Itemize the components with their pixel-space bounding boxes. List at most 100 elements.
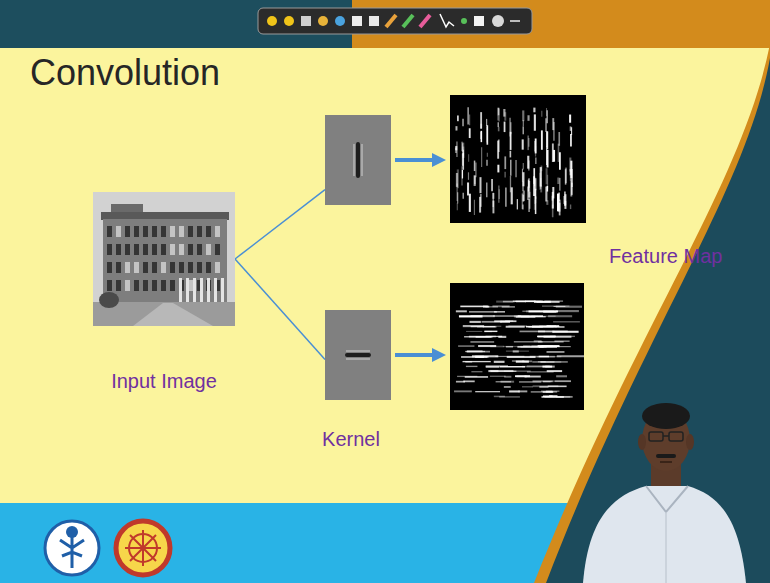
edge-response xyxy=(522,110,524,121)
window xyxy=(125,226,130,237)
edge-response xyxy=(457,203,458,210)
edge-response xyxy=(458,346,474,347)
connector-line xyxy=(235,190,325,259)
edge-response xyxy=(558,132,560,146)
edge-response xyxy=(456,142,457,158)
edge-response xyxy=(548,386,567,388)
edge-response xyxy=(556,310,579,312)
edge-response xyxy=(479,177,481,193)
edge-response xyxy=(479,356,488,357)
edge-response xyxy=(510,160,511,176)
edge-response xyxy=(559,178,561,191)
edge-response xyxy=(522,169,523,182)
edge-response xyxy=(468,172,469,180)
edge-response xyxy=(504,156,506,169)
window xyxy=(206,244,211,255)
edge-response xyxy=(471,371,482,372)
edge-response xyxy=(490,376,506,377)
kernel-label: Kernel xyxy=(322,428,380,451)
window xyxy=(116,262,121,273)
title-wrap: Convolution xyxy=(30,52,220,94)
window xyxy=(116,226,121,237)
edge-response xyxy=(545,187,547,202)
edge-response xyxy=(503,301,515,303)
edge-response xyxy=(497,115,499,121)
column xyxy=(193,278,196,303)
edge-response xyxy=(457,115,459,121)
edge-response xyxy=(463,325,484,327)
window xyxy=(170,280,175,291)
edge-response xyxy=(547,175,548,189)
window xyxy=(161,226,166,237)
edge-response xyxy=(504,122,506,132)
window xyxy=(152,226,157,237)
building-wall xyxy=(103,219,227,303)
window xyxy=(107,262,112,273)
edge-response xyxy=(538,361,546,362)
edge-response xyxy=(462,119,464,127)
window xyxy=(179,244,184,255)
edge-response xyxy=(534,194,536,210)
window xyxy=(188,262,193,273)
columns xyxy=(179,278,224,303)
window xyxy=(134,280,139,291)
edge-response xyxy=(481,131,483,142)
edge-response xyxy=(474,161,475,171)
edge-response xyxy=(457,169,459,188)
edge-response xyxy=(462,170,463,178)
kernel-ground xyxy=(325,310,391,400)
window xyxy=(152,262,157,273)
edge-response xyxy=(546,351,564,352)
edge-response xyxy=(469,194,471,212)
edge-response xyxy=(486,119,487,126)
edge-response xyxy=(538,345,560,347)
window xyxy=(170,244,175,255)
edge-response xyxy=(559,200,561,216)
edge-response xyxy=(463,193,464,199)
node-picture xyxy=(93,192,235,326)
edge-response xyxy=(570,134,572,146)
edge-response xyxy=(483,306,489,308)
tree xyxy=(99,292,119,308)
edge-response xyxy=(518,390,527,392)
edge-response xyxy=(498,108,500,121)
window xyxy=(161,280,166,291)
edge-response xyxy=(510,122,512,134)
column xyxy=(179,278,182,303)
edge-response xyxy=(510,176,511,192)
window xyxy=(206,226,211,237)
window xyxy=(152,244,157,255)
window xyxy=(206,262,211,273)
edge-response xyxy=(484,331,497,332)
edge-response xyxy=(487,153,488,157)
edge-response xyxy=(535,138,537,153)
edge-response xyxy=(472,355,498,357)
edge-response xyxy=(564,196,565,204)
edge-response xyxy=(522,139,524,149)
institute-logo xyxy=(45,521,99,575)
column xyxy=(186,278,189,303)
edge-response xyxy=(497,141,499,159)
arrow xyxy=(395,353,436,357)
edge-response xyxy=(469,321,480,323)
edge-response xyxy=(491,179,493,191)
edge-response xyxy=(462,143,463,152)
window xyxy=(107,226,112,237)
window xyxy=(125,280,130,291)
edge-response xyxy=(531,391,557,392)
edge-response xyxy=(548,315,572,317)
node-picture xyxy=(325,115,391,205)
edge-response xyxy=(564,194,566,209)
window xyxy=(179,226,184,237)
edge-response xyxy=(503,346,528,347)
edge-response xyxy=(474,175,476,186)
column xyxy=(207,278,210,303)
edge-response xyxy=(486,160,487,166)
edge-response xyxy=(541,130,543,149)
window xyxy=(134,244,139,255)
edge-response xyxy=(498,336,506,338)
edge-response xyxy=(527,136,529,151)
edge-response xyxy=(470,315,494,317)
edge-response xyxy=(522,360,532,362)
